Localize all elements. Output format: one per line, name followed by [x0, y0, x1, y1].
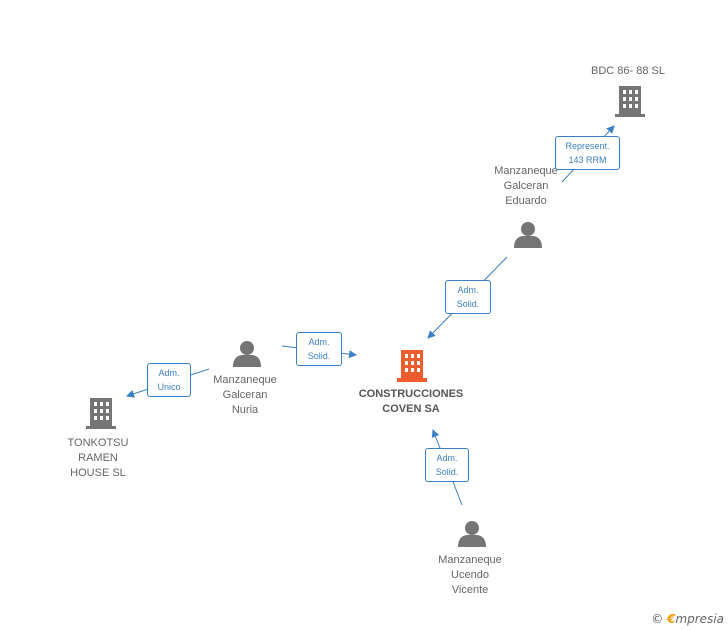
edge-label-eduardo-adm[interactable]: Adm. Solid.	[445, 280, 491, 314]
node-label-construcciones: CONSTRUCCIONES COVEN SA	[358, 388, 464, 415]
node-label-tonkotsu: TONKOTSU RAMEN HOUSE SL	[67, 437, 129, 479]
empresia-logo: © €mpresia	[651, 612, 724, 626]
edge-label-represent[interactable]: Represent. 143 RRM	[555, 136, 620, 170]
person-icon[interactable]	[233, 341, 261, 367]
node-label-nuria: Manzaneque Galceran Nuria	[213, 374, 277, 416]
edge-label-vicente-adm[interactable]: Adm. Solid.	[425, 448, 469, 482]
person-icon[interactable]	[514, 222, 542, 248]
copyright-icon: ©	[651, 612, 664, 626]
node-label-eduardo: Manzaneque Galceran Eduardo	[494, 165, 558, 207]
building-icon[interactable]	[86, 398, 116, 429]
building-icon[interactable]	[615, 86, 645, 117]
node-label-vicente: Manzaneque Ucendo Vicente	[438, 554, 502, 596]
person-icon[interactable]	[458, 521, 486, 547]
edge-label-nuria-adm[interactable]: Adm. Solid.	[296, 332, 342, 366]
brand-text: mpresia	[675, 612, 724, 626]
edge-label-nuria-unico[interactable]: Adm. Unico	[147, 363, 191, 397]
node-label-bdc: BDC 86- 88 SL	[591, 65, 665, 77]
building-icon[interactable]	[397, 350, 427, 382]
brand-e: €	[667, 612, 676, 626]
